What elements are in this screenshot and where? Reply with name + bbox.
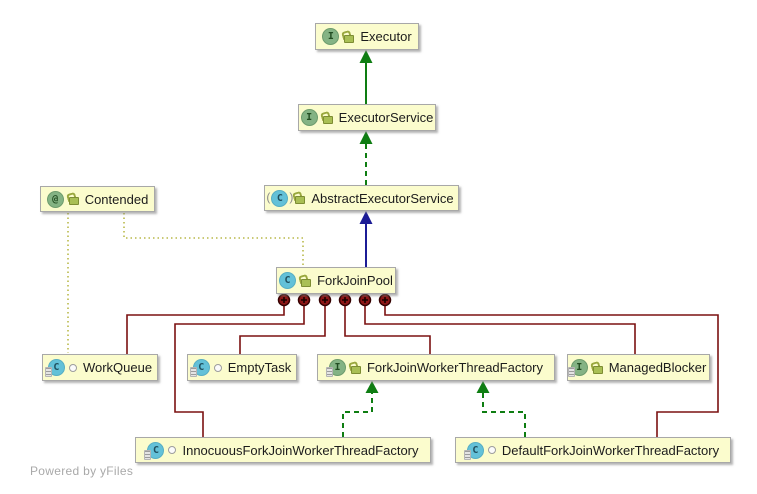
node-label: EmptyTask	[227, 360, 292, 375]
inner-class-edges	[126, 306, 719, 437]
static-class-icon: C	[144, 441, 165, 460]
node-label: DefaultForkJoinWorkerThreadFactory	[501, 442, 720, 458]
edge-fjp-workqueue	[126, 306, 285, 354]
inner-class-plus-circles	[277, 293, 392, 307]
node-executor-service[interactable]: I ExecutorService	[298, 104, 436, 131]
node-workqueue[interactable]: C WorkQueue	[42, 354, 158, 381]
static-class-icon: C	[189, 359, 210, 377]
node-managedblocker[interactable]: I ManagedBlocker	[567, 354, 710, 381]
node-label: ForkJoinPool	[317, 273, 393, 288]
arrowhead-abstractexecutorservice	[359, 211, 373, 224]
package-private-icon	[68, 363, 77, 372]
static-mark-icon	[325, 367, 333, 377]
generalization-arrowheads	[359, 50, 490, 393]
static-interface-icon: I	[325, 359, 346, 377]
node-abstract-executor-service[interactable]: ( C ) AbstractExecutorService	[264, 185, 459, 211]
node-label: InnocuousForkJoinWorkerThreadFactory	[182, 442, 419, 458]
interface-icon: I	[300, 109, 318, 126]
powered-by-yfiles-label: Powered by yFiles	[30, 464, 134, 478]
edge-fjp-factory	[344, 306, 431, 354]
static-mark-icon	[463, 449, 471, 460]
node-emptytask[interactable]: C EmptyTask	[187, 354, 297, 381]
static-mark-icon	[189, 367, 197, 377]
annotation-icon: @	[46, 190, 64, 208]
arrowhead-executor	[359, 50, 373, 63]
plus-circle	[338, 293, 352, 307]
node-forkjoinworkerthreadfactory[interactable]: I ForkJoinWorkerThreadFactory	[317, 354, 555, 381]
node-default-forkjoinworkerthreadfactory[interactable]: C DefaultForkJoinWorkerThreadFactory	[455, 437, 731, 463]
edge-innocuous-factory	[342, 393, 373, 437]
arrowhead-executorservice	[359, 131, 373, 144]
package-private-icon	[168, 446, 177, 454]
public-lock-icon	[68, 193, 79, 205]
edge-fjp-emptytask	[239, 306, 326, 354]
node-label: ManagedBlocker	[608, 360, 707, 375]
arrowhead-factory-right	[476, 381, 490, 393]
node-label: ExecutorService	[338, 110, 434, 125]
abstract-class-icon: C	[271, 189, 289, 207]
edge-default-factory	[482, 393, 526, 437]
public-lock-icon	[350, 362, 361, 374]
node-label: WorkQueue	[82, 360, 153, 375]
node-label: Executor	[360, 29, 412, 44]
abstract-paren-icon: (	[266, 190, 271, 204]
abstract-paren-icon: )	[289, 190, 294, 204]
arrowhead-factory-left	[365, 381, 379, 393]
edge-fjp-default	[384, 306, 719, 437]
public-lock-icon	[300, 275, 312, 287]
class-icon: C	[279, 272, 297, 289]
plus-circle	[358, 293, 372, 307]
plus-circle	[297, 293, 311, 307]
plus-circle	[378, 293, 392, 307]
public-lock-icon	[294, 192, 306, 204]
generalization-edges	[342, 62, 526, 437]
edge-fjp-innocuous	[174, 306, 305, 437]
node-label: Contended	[84, 191, 149, 207]
static-mark-icon	[567, 367, 575, 377]
node-contended[interactable]: @ Contended	[40, 186, 155, 212]
edge-fjp-managedblocker	[364, 306, 636, 354]
node-innocuous-forkjoinworkerthreadfactory[interactable]: C InnocuousForkJoinWorkerThreadFactory	[135, 437, 431, 463]
edge-contended-forkjoinpool	[123, 213, 304, 266]
public-lock-icon	[592, 362, 603, 374]
static-class-icon: C	[44, 359, 65, 377]
node-label: AbstractExecutorService	[311, 190, 454, 206]
static-interface-icon: I	[567, 359, 588, 377]
static-mark-icon	[44, 367, 52, 377]
plus-circle	[318, 293, 332, 307]
annotation-edges	[67, 213, 304, 353]
static-class-icon: C	[463, 441, 484, 460]
static-mark-icon	[144, 449, 152, 460]
node-executor[interactable]: I Executor	[315, 23, 419, 50]
package-private-icon	[213, 363, 222, 372]
plus-circle	[277, 293, 291, 307]
node-forkjoinpool[interactable]: C ForkJoinPool	[276, 267, 396, 294]
public-lock-icon	[322, 112, 333, 124]
package-private-icon	[487, 446, 496, 454]
node-label: ForkJoinWorkerThreadFactory	[366, 360, 544, 375]
interface-icon: I	[322, 28, 340, 45]
public-lock-icon	[343, 31, 355, 43]
